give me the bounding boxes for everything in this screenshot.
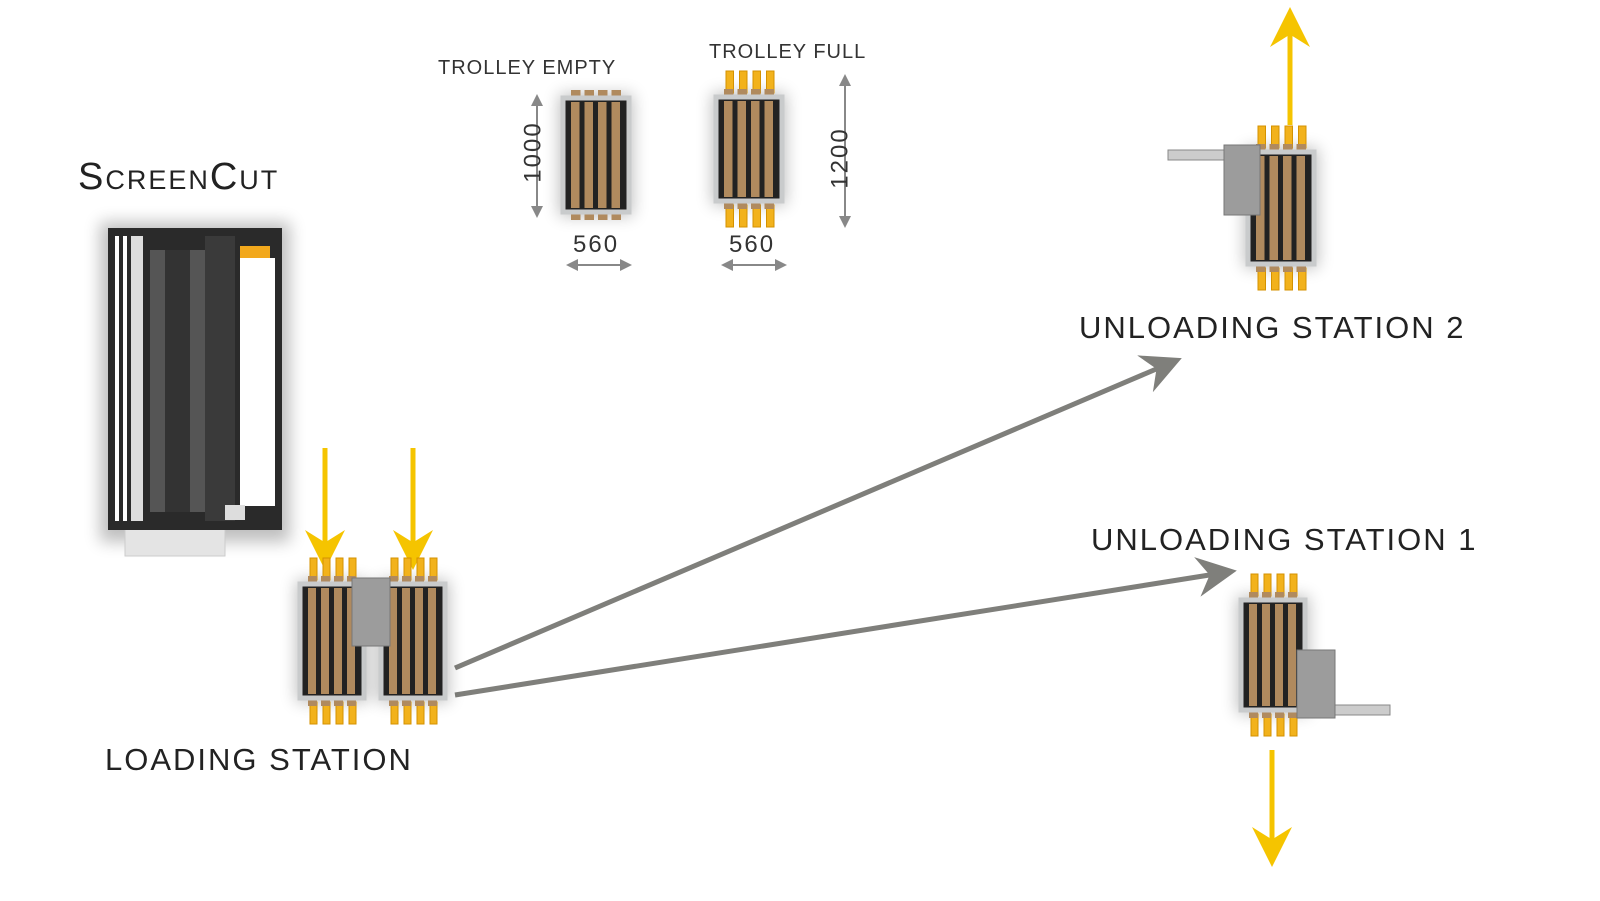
roller [415, 588, 423, 694]
carriage-body [1296, 649, 1336, 719]
roller-cap [611, 90, 621, 100]
empty-length-value: 1000 [519, 121, 547, 183]
roller-cap [415, 576, 424, 586]
roller [402, 588, 410, 694]
roller-cap [334, 576, 343, 586]
roller-cap [1262, 592, 1271, 602]
trolley-full [712, 70, 786, 228]
roller-cap [751, 89, 761, 99]
roller-cap [1256, 144, 1266, 154]
carriage-body [351, 577, 391, 647]
roller-cap [764, 89, 774, 99]
roller [321, 588, 329, 694]
full-width-value: 560 [729, 231, 776, 258]
roller-cap [1275, 592, 1284, 602]
roller-cap [584, 90, 594, 100]
full-length-value: 1200 [826, 127, 854, 189]
roller-cap [321, 576, 330, 586]
unloading-station-1-label: UNLOADING STATION 1 [1091, 522, 1478, 557]
roller-cap [584, 210, 594, 220]
roller [764, 101, 773, 197]
roller-cap [389, 576, 398, 586]
unloading-2-carriage [1223, 144, 1261, 216]
roller-cap [402, 696, 411, 706]
roller-cap [428, 696, 437, 706]
roller [1275, 604, 1283, 706]
roller [751, 101, 760, 197]
roller-cap [737, 199, 747, 209]
roller [724, 101, 733, 197]
roller-cap [1288, 592, 1297, 602]
route-arrow-to-unloading-2 [454, 355, 1182, 671]
screencut-machine [100, 222, 290, 557]
roller [584, 102, 593, 208]
route-arrow-to-unloading-1 [454, 557, 1237, 698]
carriage-body [1223, 144, 1261, 216]
roller-cap [1283, 262, 1293, 272]
unloading-station-2-label: UNLOADING STATION 2 [1079, 310, 1466, 345]
trolley-empty [559, 90, 633, 220]
roller-cap [308, 576, 317, 586]
machine-label: ScreenCut [78, 156, 280, 198]
roller-cap [1269, 144, 1279, 154]
roller-cap [389, 696, 398, 706]
roller-cap [1269, 262, 1279, 272]
roller-cap [724, 199, 734, 209]
roller-cap [1256, 262, 1266, 272]
arm-rail [1167, 149, 1231, 161]
roller-cap [308, 696, 317, 706]
unloading-2-arm [1167, 149, 1231, 161]
roller-cap [598, 90, 608, 100]
roller-cap [598, 210, 608, 220]
roller [1262, 604, 1270, 706]
roller-cap [321, 696, 330, 706]
roller [571, 102, 580, 208]
roller-cap [415, 696, 424, 706]
roller-cap [1288, 708, 1297, 718]
roller [1288, 604, 1296, 706]
roller-cap [1296, 262, 1306, 272]
roller-cap [402, 576, 411, 586]
roller-cap [1249, 708, 1258, 718]
roller-cap [1275, 708, 1284, 718]
trolley-full-label: TROLLEY FULL [709, 41, 867, 63]
roller-cap [571, 210, 581, 220]
roller [1283, 156, 1292, 260]
trolley-empty-label: TROLLEY EMPTY [438, 57, 617, 79]
roller [1269, 156, 1278, 260]
loading-station-label: LOADING STATION [105, 742, 413, 777]
loading-carriage [351, 577, 391, 647]
roller-cap [1262, 708, 1271, 718]
roller-cap [334, 696, 343, 706]
roller [737, 101, 746, 197]
roller-cap [611, 210, 621, 220]
roller [347, 588, 355, 694]
roller-cap [737, 89, 747, 99]
roller [308, 588, 316, 694]
roller-cap [1296, 144, 1306, 154]
roller [611, 102, 620, 208]
roller [1249, 604, 1257, 706]
empty-width-value: 560 [573, 231, 620, 258]
roller-cap [1249, 592, 1258, 602]
roller [334, 588, 342, 694]
roller-cap [1283, 144, 1293, 154]
roller [1296, 156, 1305, 260]
roller [389, 588, 397, 694]
roller-cap [347, 696, 356, 706]
roller-cap [724, 89, 734, 99]
roller-cap [428, 576, 437, 586]
roller-cap [764, 199, 774, 209]
roller-cap [571, 90, 581, 100]
roller [428, 588, 436, 694]
roller-cap [751, 199, 761, 209]
unloading-1-carriage [1296, 649, 1336, 719]
unloading-1-trolley [1237, 573, 1309, 737]
roller [598, 102, 607, 208]
